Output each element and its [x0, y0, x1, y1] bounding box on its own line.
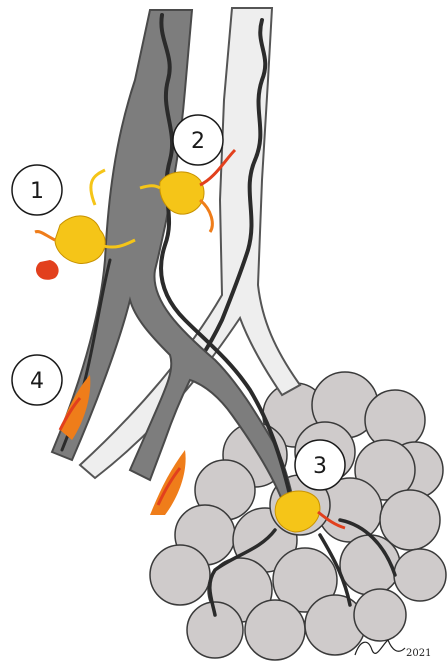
callout-2-label: 2	[191, 129, 205, 154]
callout-2: 2	[173, 115, 223, 165]
callout-3: 3	[295, 440, 345, 490]
signature-year: 2021	[406, 648, 431, 659]
callout-1: 1	[12, 165, 62, 215]
artist-signature: 2021	[355, 640, 431, 659]
callout-1-label: 1	[30, 179, 44, 204]
cell-cluster-4	[60, 375, 90, 440]
callout-4: 4	[12, 355, 62, 405]
callout-4-label: 4	[30, 369, 44, 394]
callout-3-label: 3	[313, 454, 327, 479]
